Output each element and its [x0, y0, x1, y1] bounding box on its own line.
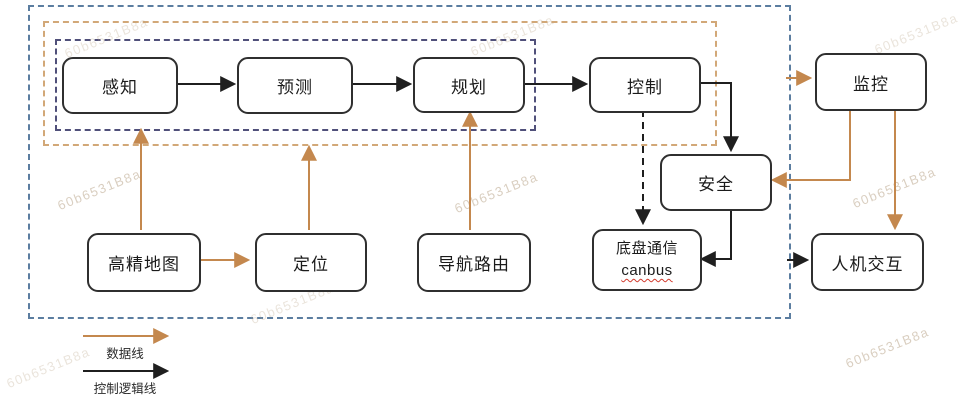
node-chassis-comm-label: 底盘通信: [615, 240, 678, 258]
node-safety: 安全: [660, 154, 772, 211]
edge-safety-to-chassis: [699, 207, 732, 267]
node-control: 控制: [589, 57, 701, 113]
node-localization: 定位: [255, 233, 367, 292]
node-perception: 感知: [62, 57, 178, 114]
node-planning: 规划: [413, 57, 525, 113]
node-nav-routing-label: 导航路由: [438, 255, 510, 274]
node-prediction-label: 预测: [277, 78, 313, 97]
node-localization-label: 定位: [293, 255, 329, 274]
edge-monitoring-to-safety: [770, 108, 851, 188]
node-hmi-label: 人机交互: [831, 254, 904, 274]
node-monitoring-label: 监控: [853, 74, 889, 94]
legend-control-line-label: 控制逻辑线: [93, 382, 157, 396]
legend-data-line-label: 数据线: [106, 347, 144, 361]
node-perception-label: 感知: [102, 78, 138, 97]
node-hmi: 人机交互: [811, 233, 924, 291]
node-planning-label: 规划: [451, 77, 487, 97]
node-hd-map: 高精地图: [87, 233, 201, 292]
node-control-label: 控制: [627, 77, 663, 97]
edge-control-to-safety: [697, 82, 739, 153]
node-chassis-comm: 底盘通信 canbus: [592, 229, 702, 291]
node-chassis-comm-canbus-label: canbus: [621, 262, 673, 279]
node-prediction: 预测: [237, 57, 353, 114]
node-nav-routing: 导航路由: [417, 233, 531, 292]
node-monitoring: 监控: [815, 53, 927, 111]
node-hd-map-label: 高精地图: [108, 255, 180, 274]
node-safety-label: 安全: [698, 175, 734, 194]
